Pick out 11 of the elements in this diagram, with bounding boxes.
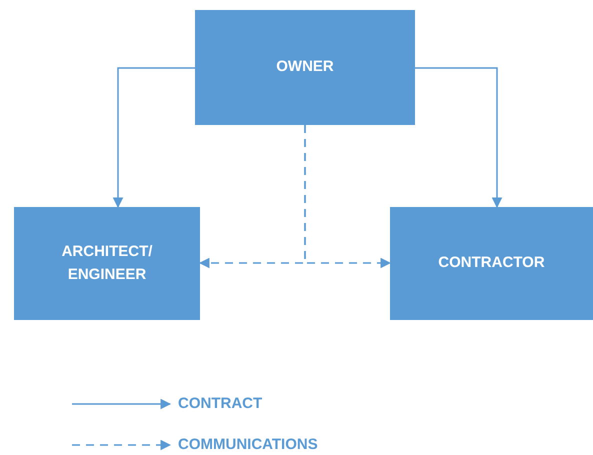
arrow xyxy=(112,67,195,208)
legend-label: CONTRACT xyxy=(178,395,262,412)
arrow xyxy=(415,67,502,208)
entity-box xyxy=(14,207,200,320)
box-label: ARCHITECT/ ENGINEER xyxy=(60,242,154,284)
entity-box xyxy=(195,10,415,125)
box-label: CONTRACTOR xyxy=(438,253,545,274)
entity-box xyxy=(390,207,593,320)
legend-label: COMMUNICATIONS xyxy=(178,436,318,453)
arrow xyxy=(304,125,392,268)
box-label: OWNER xyxy=(276,57,334,78)
